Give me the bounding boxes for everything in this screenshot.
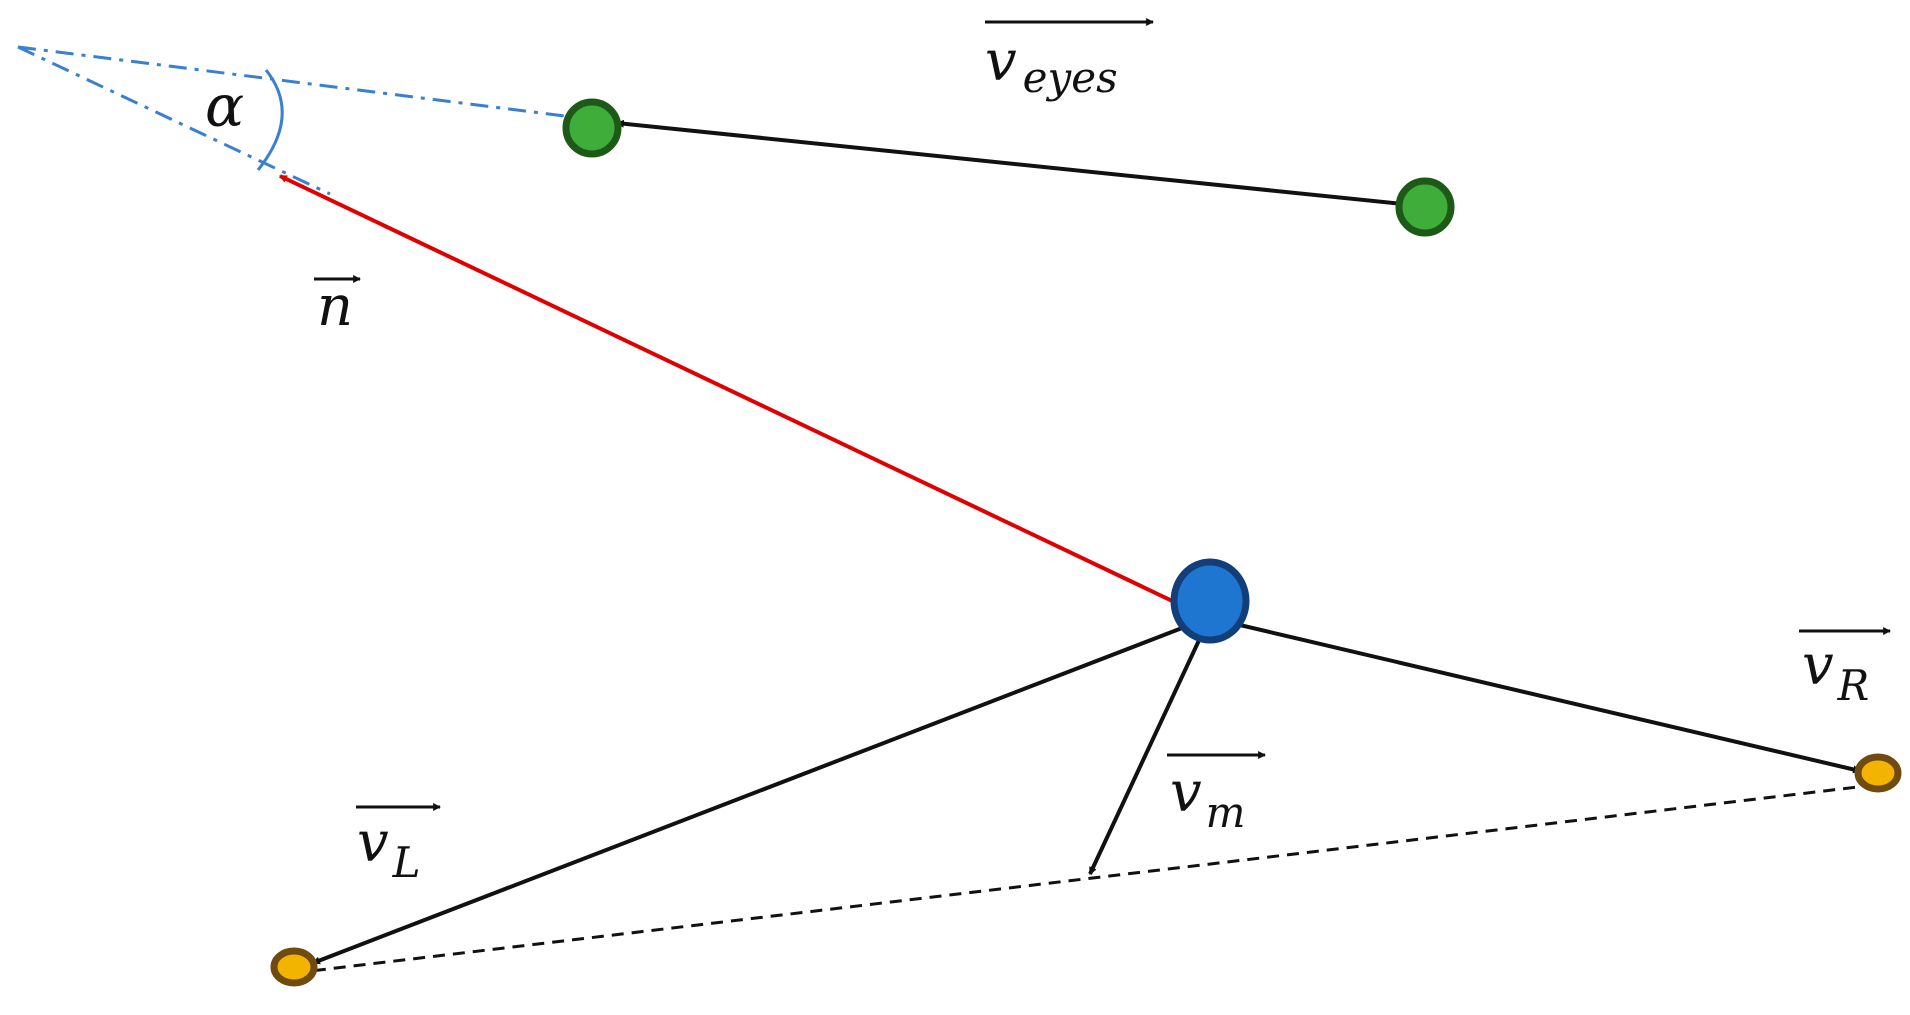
mouth-baseline [293, 784, 1867, 975]
vector-r [1209, 616, 1862, 774]
alpha-label: α [205, 72, 244, 140]
n-label: n [317, 274, 353, 339]
face-center-point [1170, 558, 1250, 644]
v-m-label: vm [1170, 760, 1245, 837]
vector-eyes [615, 119, 1423, 208]
mouth-right-point [1854, 753, 1902, 793]
points [270, 98, 1902, 987]
vector-l [311, 616, 1209, 965]
vector-n [278, 174, 1209, 620]
eye-point-left [562, 98, 622, 158]
eye-line-extension [17, 45, 613, 124]
v-r-label: vR [1802, 633, 1869, 710]
vectors [278, 119, 1867, 975]
v-l-label: vL [357, 810, 421, 887]
angle-reference [17, 45, 613, 196]
eye-point-right [1395, 177, 1455, 237]
mouth-left-point [270, 947, 318, 987]
angle-arc [256, 69, 284, 171]
vector-m [1088, 620, 1210, 876]
